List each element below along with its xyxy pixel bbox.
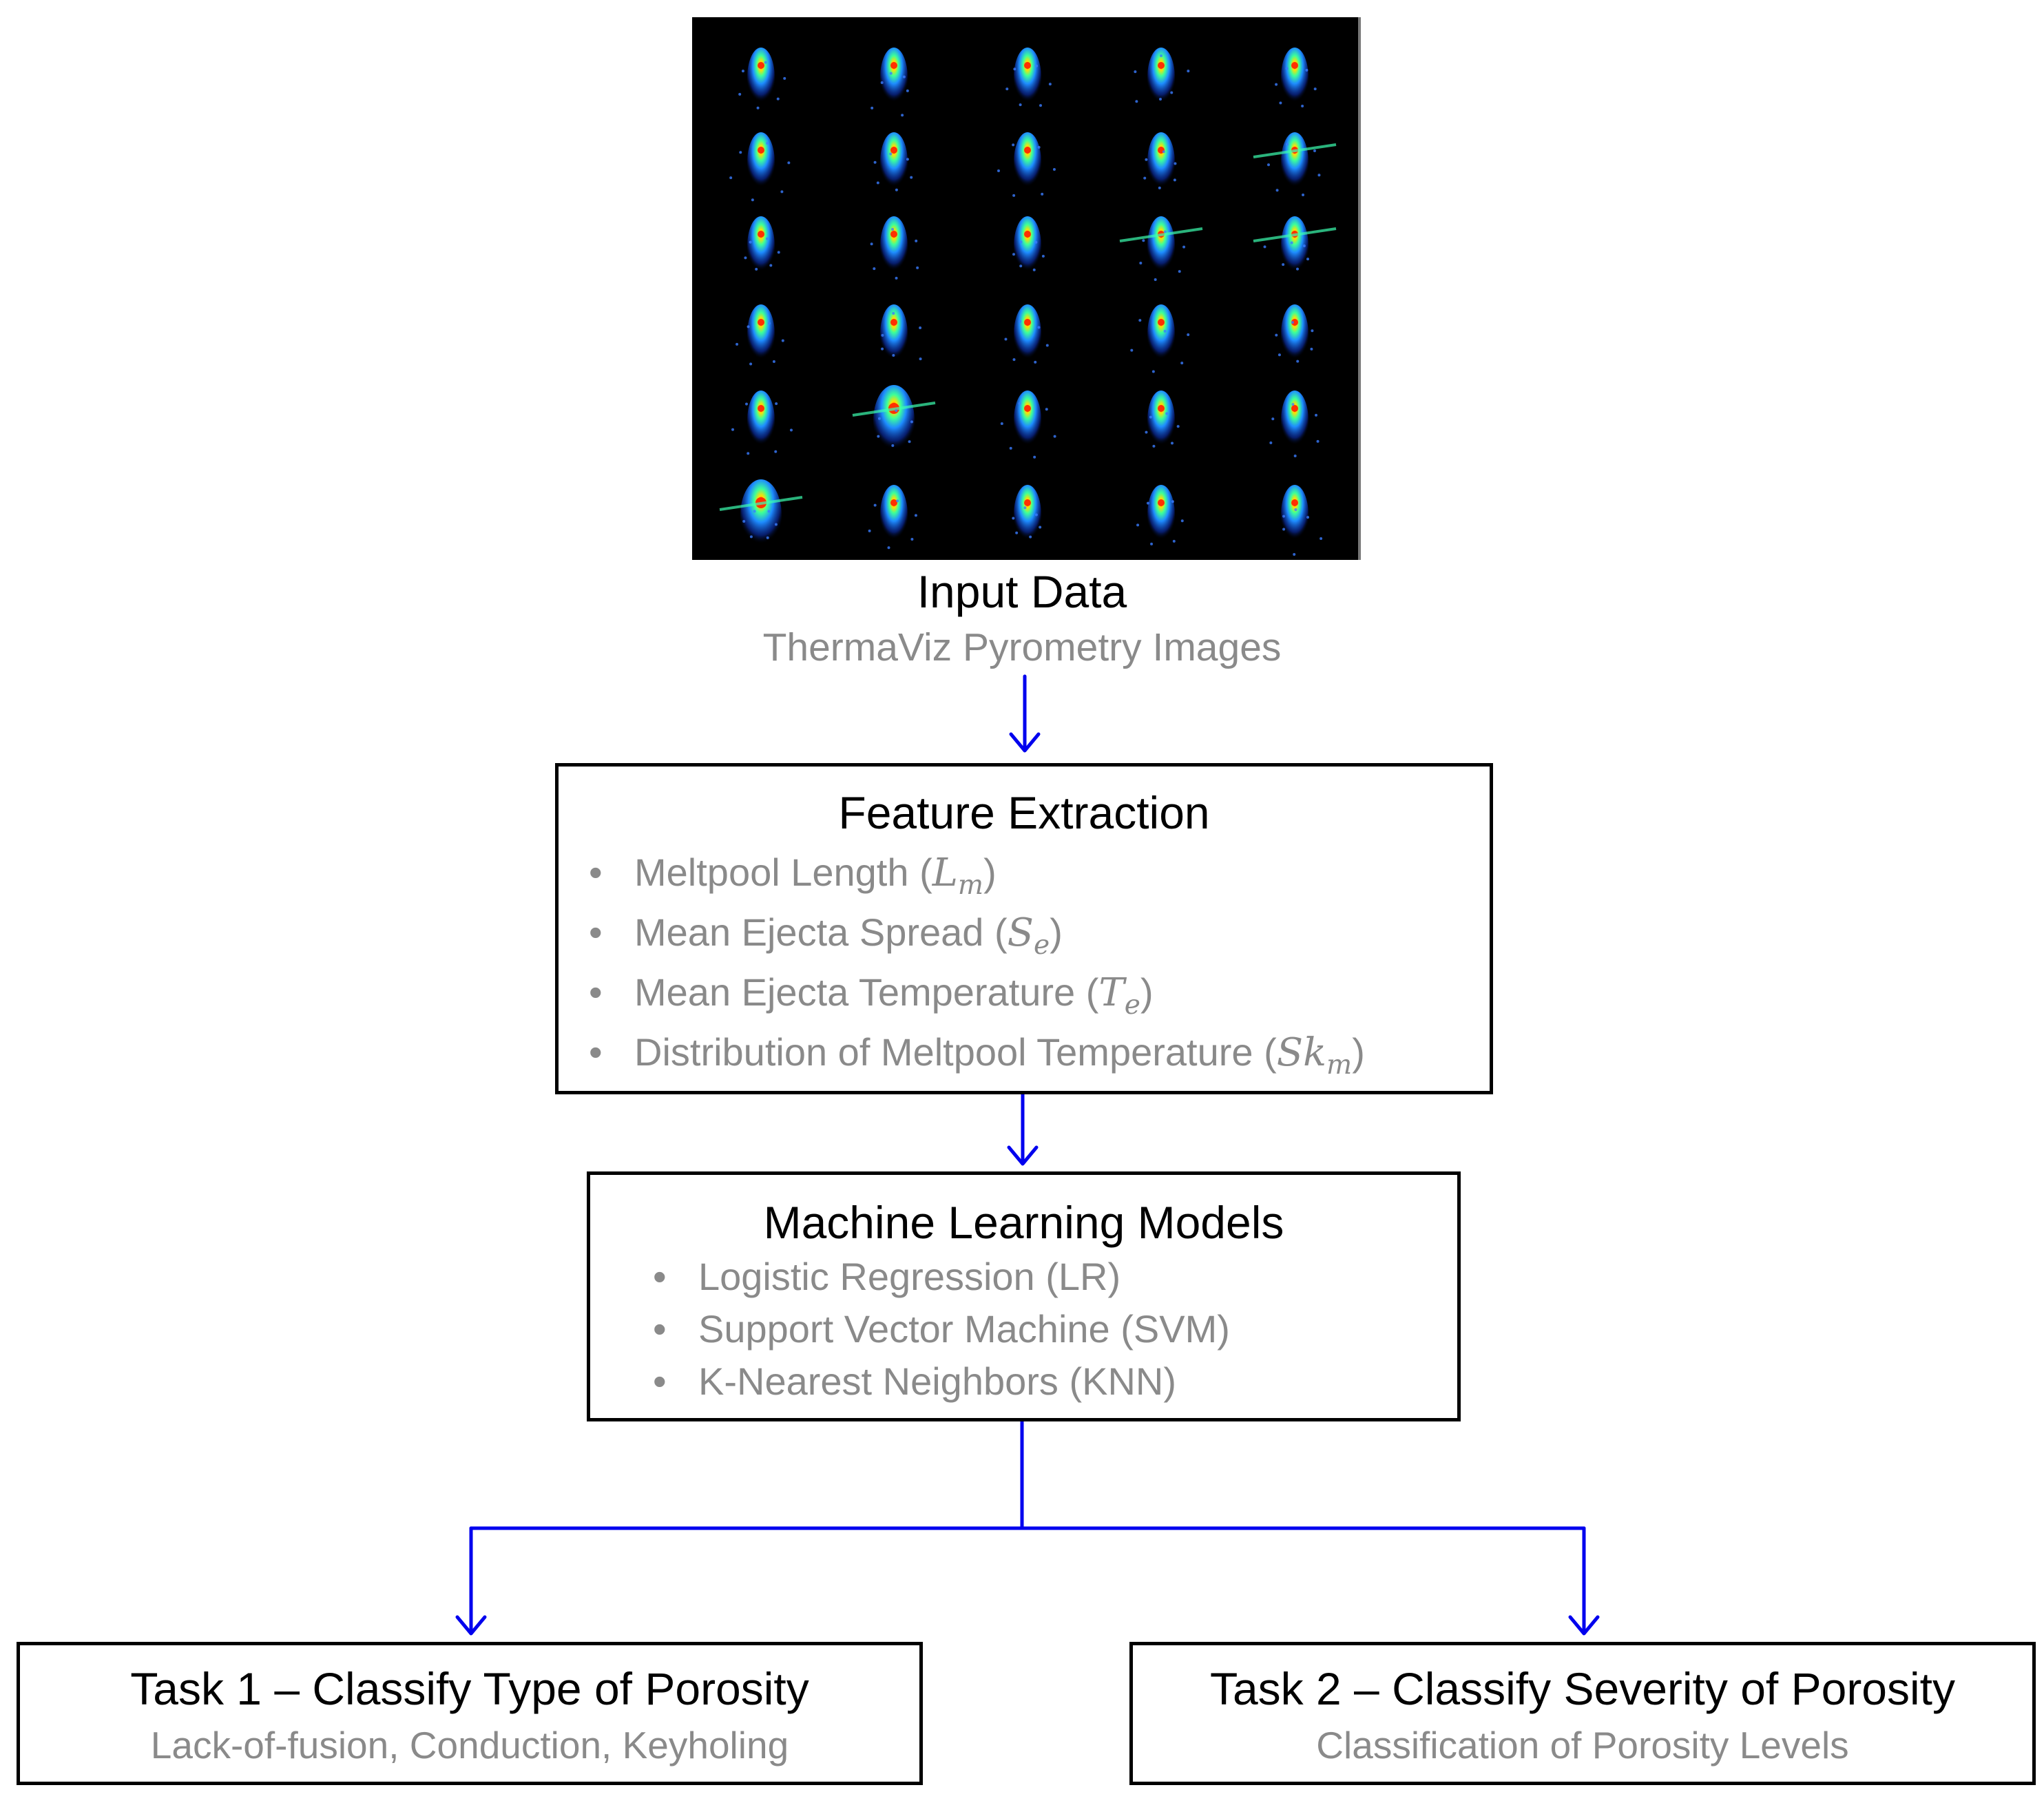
task2-title: Task 2 – Classify Severity of Porosity	[1209, 1663, 1956, 1714]
meltpool-blob	[1012, 485, 1042, 545]
task1-box: Task 1 – Classify Type of Porosity Lack-…	[17, 1642, 923, 1785]
meltpool-blob	[736, 304, 784, 366]
input-data-subtitle: ThermaViz Pyrometry Images	[762, 625, 1282, 669]
bullet-icon: •	[653, 1359, 667, 1403]
ml-models-title: Machine Learning Models	[763, 1197, 1284, 1248]
pyrometry-image-canvas	[719, 48, 1337, 556]
feature-extraction-box: Feature Extraction • Meltpool Length (Lm…	[555, 763, 1493, 1094]
meltpool-blob	[1145, 390, 1180, 451]
arrowhead-features-to-models	[1007, 1145, 1039, 1166]
meltpool-blob	[731, 390, 793, 455]
meltpool-blob	[997, 132, 1056, 197]
meltpool-blob	[719, 479, 803, 551]
meltpool-blob	[738, 48, 786, 110]
meltpool-blob	[870, 48, 909, 117]
task2-box: Task 2 – Classify Severity of Porosity C…	[1129, 1642, 2036, 1785]
meltpool-blob	[729, 132, 791, 202]
meltpool-blob	[1119, 216, 1203, 282]
meltpool-blob	[1275, 48, 1317, 108]
meltpool-blob	[880, 304, 922, 365]
bullet-icon: •	[589, 1030, 603, 1074]
feature-extraction-title: Feature Extraction	[838, 787, 1210, 838]
meltpool-blob	[1253, 216, 1337, 277]
meltpool-blob	[1005, 48, 1052, 108]
feature-item-meltpool-temperature-distribution: • Distribution of Meltpool Temperature (…	[589, 1030, 1365, 1081]
ml-models-box: Machine Learning Models • Logistic Regre…	[587, 1171, 1461, 1421]
meltpool-blob	[1281, 485, 1323, 556]
feature-item-ejecta-temperature: • Mean Ejecta Temperature (Te)	[589, 970, 1154, 1021]
meltpool-blob	[868, 485, 917, 550]
ml-model-item-knn: • K-Nearest Neighbors (KNN)	[653, 1359, 1176, 1403]
bullet-icon: •	[589, 970, 603, 1014]
ml-model-item-svm: • Support Vector Machine (SVM)	[653, 1307, 1230, 1351]
task1-subtitle: Lack-of-fusion, Conduction, Keyholing	[150, 1724, 789, 1766]
meltpool-blob	[1012, 216, 1045, 277]
meltpool-blob	[870, 216, 919, 280]
input-data-title: Input Data	[917, 566, 1127, 617]
meltpool-blob	[1136, 485, 1184, 545]
feature-item-meltpool-length: • Meltpool Length (Lm)	[589, 851, 997, 901]
bullet-icon: •	[653, 1255, 667, 1298]
task1-title: Task 1 – Classify Type of Porosity	[130, 1663, 809, 1714]
meltpool-blob	[1004, 304, 1049, 365]
meltpool-blob	[852, 385, 936, 457]
meltpool-blob	[873, 132, 913, 193]
task2-subtitle: Classification of Porosity Levels	[1316, 1724, 1849, 1766]
meltpool-blob	[1130, 304, 1190, 373]
arrowhead-models-to-task2	[1568, 1615, 1600, 1636]
meltpool-blob	[1253, 132, 1337, 196]
meltpool-blob	[1269, 390, 1320, 457]
arrowhead-input-to-features	[1009, 732, 1041, 753]
feature-list: • Meltpool Length (Lm) • Mean Ejecta Spr…	[589, 851, 1365, 1093]
meltpool-blob	[744, 216, 780, 277]
feature-item-ejecta-spread: • Mean Ejecta Spread (Se)	[589, 910, 1063, 961]
meltpool-blob	[1275, 304, 1314, 365]
pyrometry-image-grid	[692, 17, 1361, 560]
meltpool-blob	[1134, 48, 1190, 108]
ml-model-item-lr: • Logistic Regression (LR)	[653, 1255, 1121, 1298]
meltpool-blob	[1143, 132, 1177, 193]
bullet-icon: •	[589, 910, 603, 954]
arrowhead-models-to-task1	[455, 1615, 487, 1636]
ml-models-list: • Logistic Regression (LR) • Support Vec…	[653, 1255, 1230, 1415]
meltpool-blob	[1000, 390, 1056, 459]
bullet-icon: •	[653, 1307, 667, 1351]
bullet-icon: •	[589, 851, 603, 894]
